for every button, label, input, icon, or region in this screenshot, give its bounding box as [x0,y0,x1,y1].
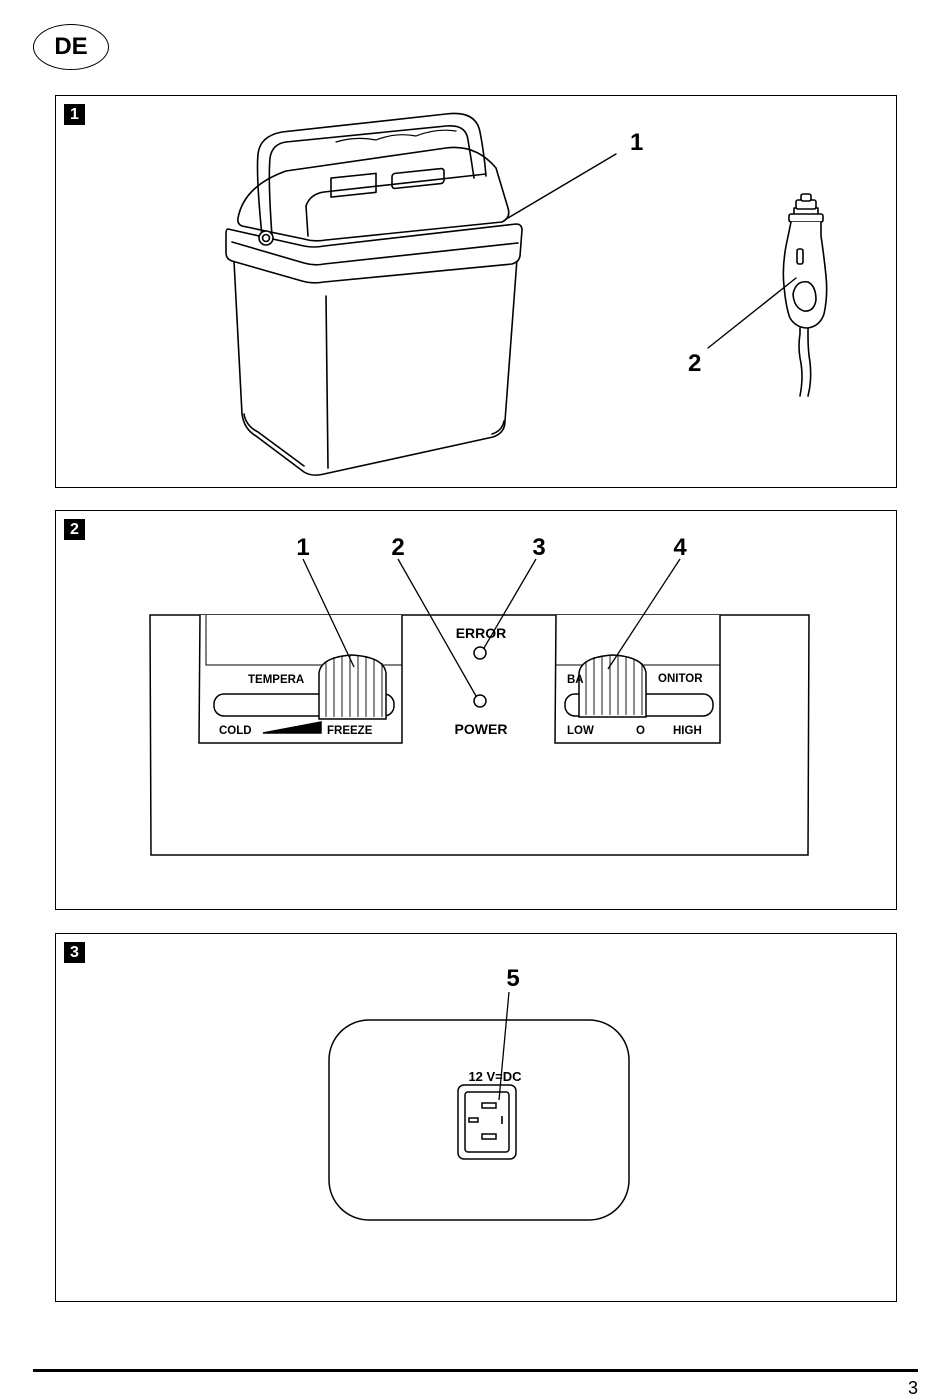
battery-monitor-label-right: ONITOR [658,673,703,685]
callout-2: 2 [688,350,701,377]
callout-4: 4 [673,534,687,561]
dc-socket-illustration: 5 12 V=DC [328,965,630,1221]
power-label: POWER [455,721,508,737]
footer-rule [33,1369,918,1372]
freeze-label: FREEZE [327,725,373,737]
callout-3: 3 [532,534,545,561]
figure-panel-1: 1 [55,95,897,488]
high-label: HIGH [673,725,702,737]
battery-monitor-label-left: BA [567,674,584,686]
panel-number: 1 [64,104,85,125]
voltage-label: 12 V=DC [468,1069,522,1084]
callout-1: 1 [296,534,309,561]
figure-panel-2: 2 [55,510,897,910]
control-panel-illustration: 1 2 3 4 TEMPERA COLD FREEZE ERROR POWER … [149,534,810,856]
callout-5: 5 [506,965,519,992]
low-label: LOW [567,725,594,737]
zero-label: O [636,725,645,737]
cold-label: COLD [219,725,252,737]
cooler-box-illustration: 1 2 [225,112,828,476]
callout-1: 1 [630,129,643,156]
temperature-label: TEMPERA [248,674,304,686]
figure-panel-3: 3 5 12 V=DC [55,933,897,1302]
language-badge: DE [33,24,109,70]
panel-number: 3 [64,942,85,963]
panel-number: 2 [64,519,85,540]
callout-2: 2 [391,534,404,561]
error-label: ERROR [456,625,507,641]
page-number: 3 [907,1378,918,1398]
